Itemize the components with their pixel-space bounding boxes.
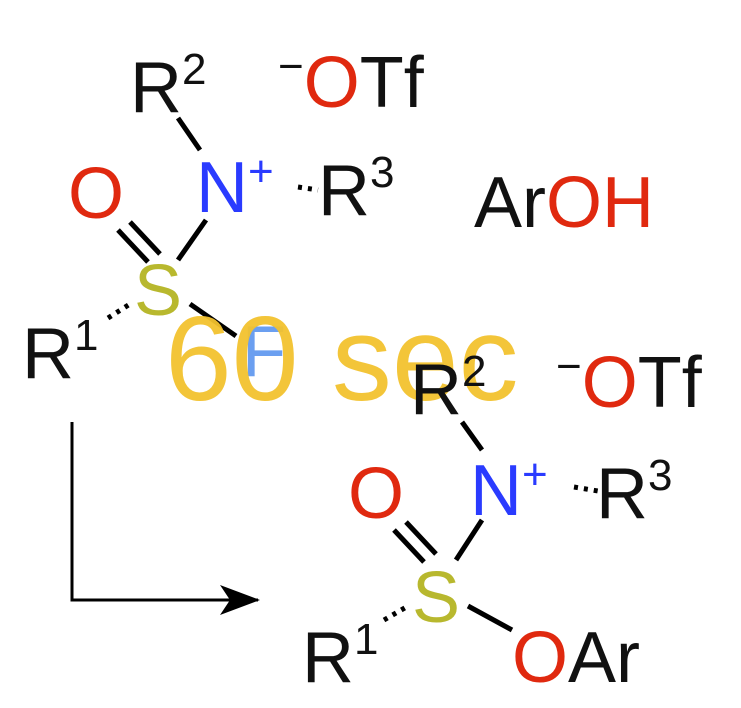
bond-s-f xyxy=(188,301,238,339)
bond-r2-n xyxy=(459,420,485,452)
product-r2: R2 xyxy=(410,347,486,430)
bond-s-o-a xyxy=(392,528,426,564)
bond-n-r3 xyxy=(573,484,599,494)
product-molecule: R2 −OTf O N+ R3 S R1 OAr xyxy=(302,342,703,698)
bond-s-o-b xyxy=(404,520,438,556)
reactant-counterion: −OTf xyxy=(278,42,425,123)
bond-s-o xyxy=(466,603,514,633)
reactant-sulfur: S xyxy=(134,251,182,331)
reactant-molecule: R2 −OTf O N+ R3 S R1 F xyxy=(22,42,425,394)
reactant-r3: R3 xyxy=(318,148,394,231)
reagent-aroh: ArOH xyxy=(474,163,654,243)
product-r1: R1 xyxy=(302,615,378,698)
bond-n-s xyxy=(453,518,485,562)
reactant-fluorine: F xyxy=(242,312,286,392)
product-oxygen: O xyxy=(348,454,404,534)
product-nitrogen: N+ xyxy=(470,450,548,531)
bond-r2-n xyxy=(175,116,203,152)
reactant-oxygen: O xyxy=(68,154,124,234)
bond-n-r3 xyxy=(297,184,319,193)
bond-s-r1 xyxy=(106,301,132,321)
product-counterion: −OTf xyxy=(556,342,703,423)
bond-s-o-a xyxy=(116,228,150,264)
reaction-time-overlay: 60 sec xyxy=(165,292,519,426)
bond-s-r1 xyxy=(382,603,410,623)
bond-s-o-b xyxy=(128,220,162,256)
product-r3: R3 xyxy=(596,451,672,534)
bond-n-s xyxy=(175,218,209,262)
reactant-r2: R2 xyxy=(130,45,206,128)
product-oar: OAr xyxy=(512,618,640,698)
reaction-arrow xyxy=(70,422,260,615)
reactant-r1: R1 xyxy=(22,311,98,394)
reactant-nitrogen: N+ xyxy=(196,147,274,228)
product-sulfur: S xyxy=(412,558,460,638)
